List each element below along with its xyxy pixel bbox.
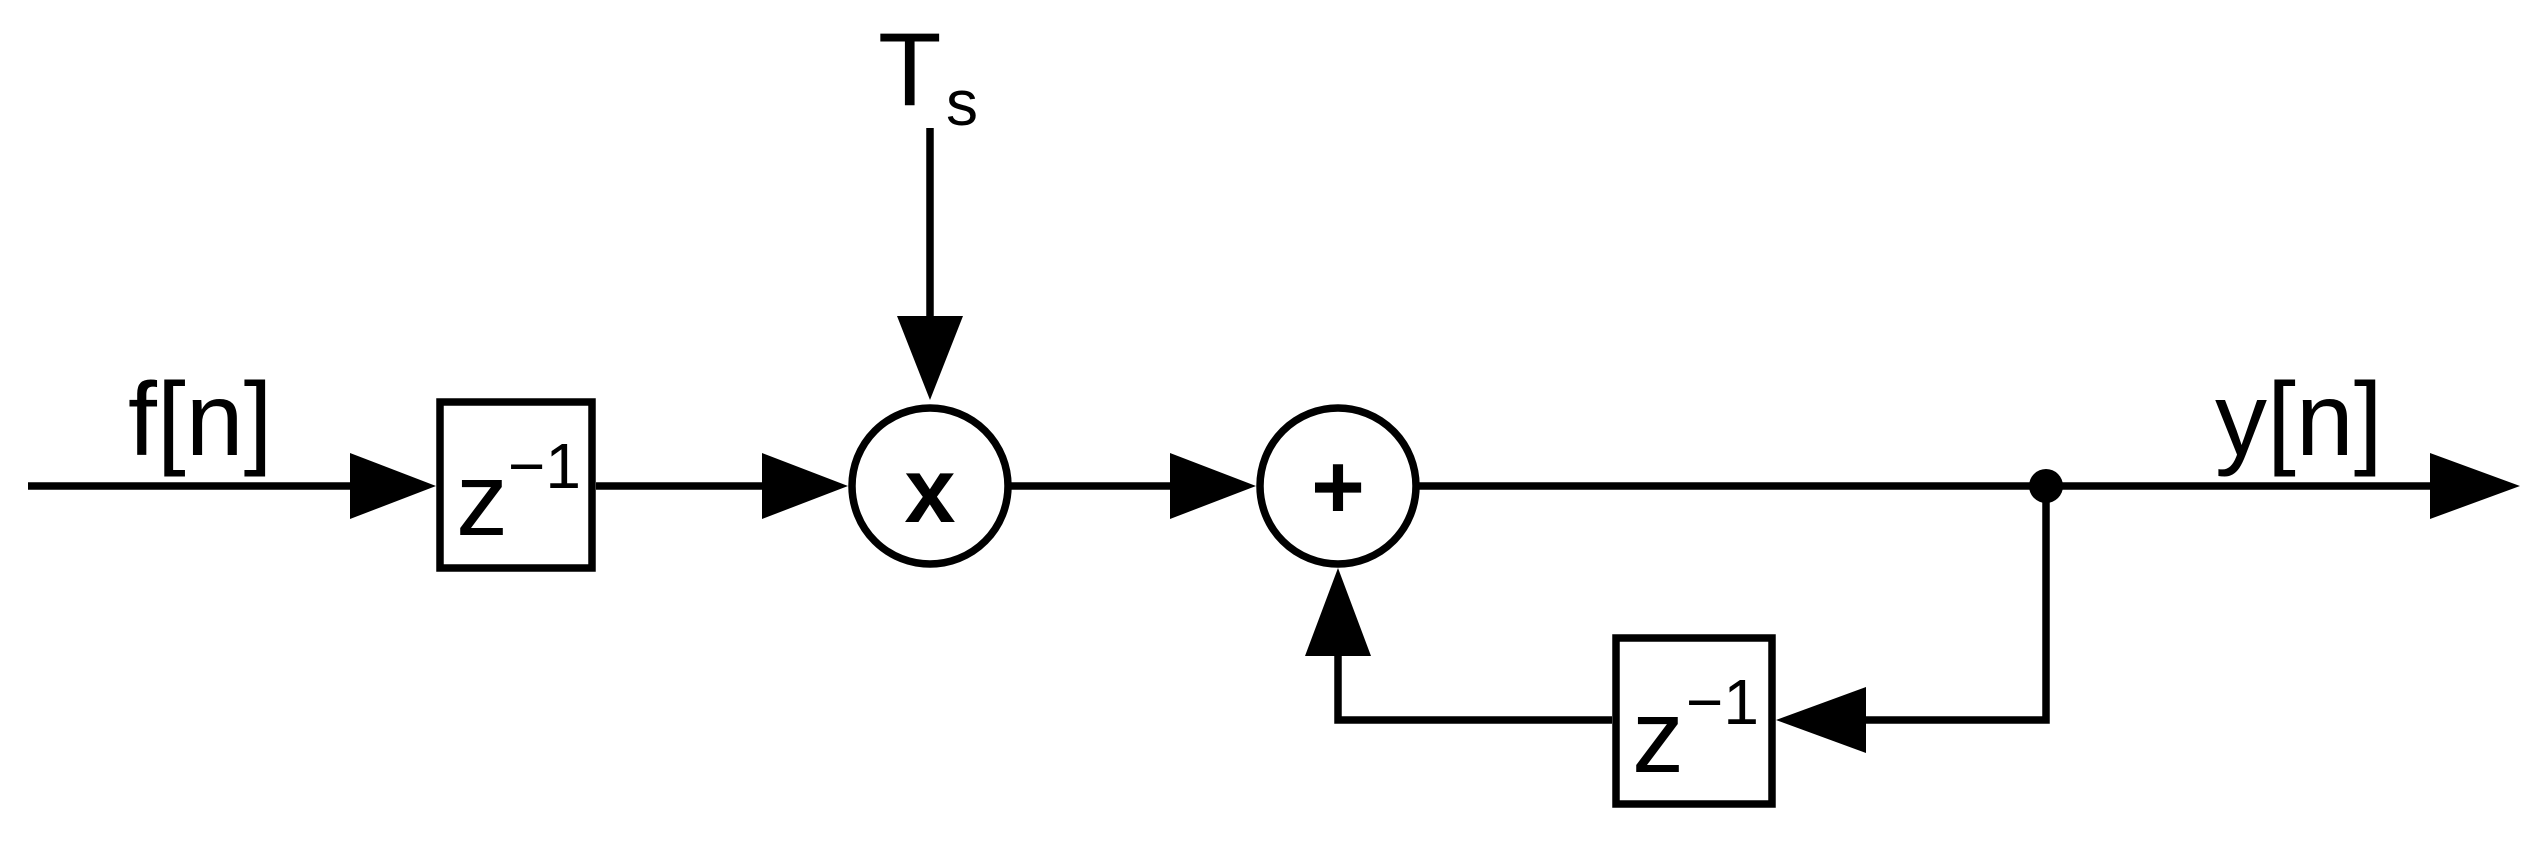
input-label: f[n] [128, 362, 273, 478]
output-signal: y[n] [1416, 362, 2520, 519]
delay-feedback-base: z [1632, 679, 1684, 795]
delay-feedback-box [1612, 634, 1776, 808]
delay-forward-box [436, 398, 596, 572]
delay-forward-exponent: −1 [508, 430, 581, 502]
adder-node: + [1256, 404, 1420, 568]
feedback-wire-right [1866, 486, 2050, 724]
feedback-wire-left [1334, 656, 1612, 724]
gain-arrowhead [897, 316, 963, 400]
feedback-arrowhead-up [1305, 568, 1371, 656]
output-label: y[n] [2215, 362, 2383, 478]
gain-label-subscript: s [946, 67, 978, 139]
adder-symbol: + [1311, 436, 1365, 538]
adder-arrowhead [1170, 453, 1256, 519]
multiplier-symbol: x [904, 440, 955, 542]
feedback-path: z −1 [1305, 486, 2050, 808]
multiplier-node: x [848, 404, 1012, 568]
output-arrowhead [2430, 453, 2520, 519]
delay-forward: z −1 [436, 398, 596, 572]
delay-feedback-exponent: −1 [1686, 666, 1759, 738]
multiplier-arrowhead [762, 453, 848, 519]
gain-label: T [878, 12, 942, 128]
delay-forward-base: z [456, 442, 508, 558]
feedback-arrowhead-left [1776, 687, 1866, 753]
input-signal: f[n] [28, 362, 436, 519]
gain-input: T s [878, 12, 978, 400]
input-arrowhead [350, 453, 436, 519]
